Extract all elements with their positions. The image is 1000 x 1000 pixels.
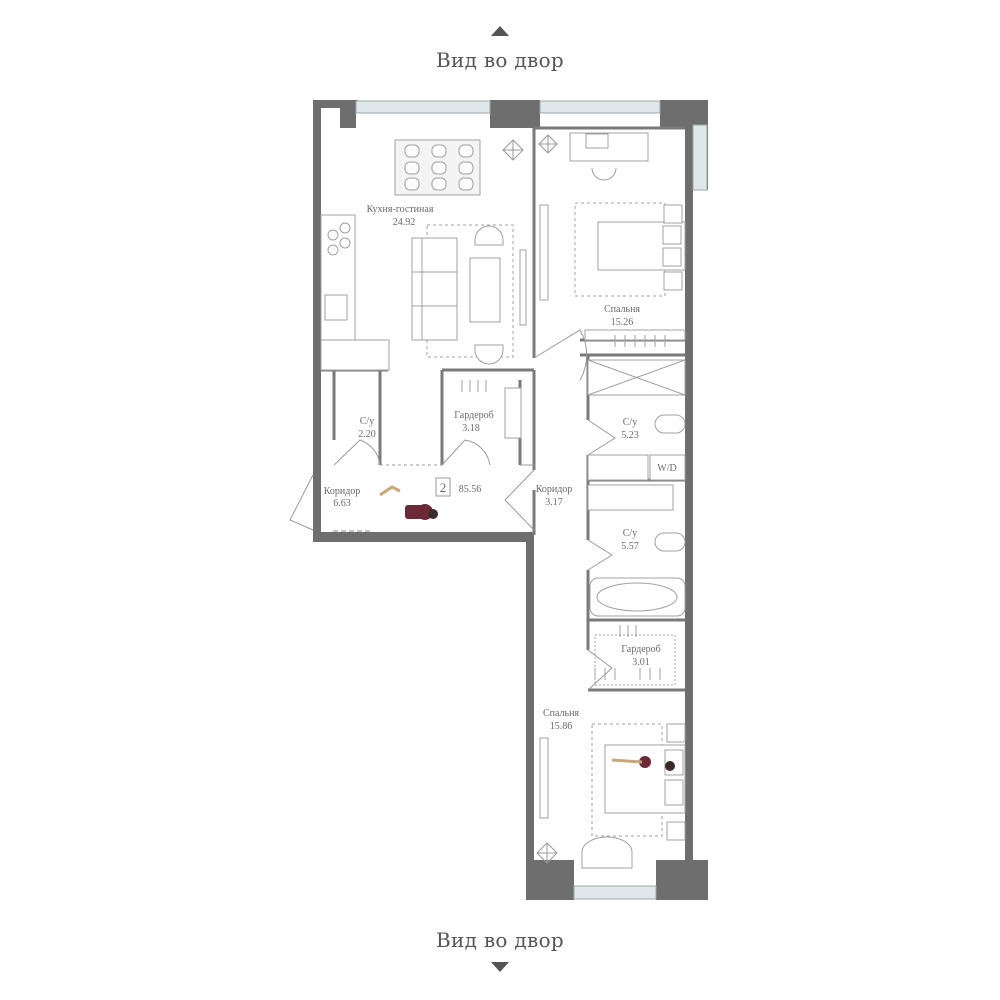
room-name-bathroom-2: С/у [623, 528, 637, 539]
room-area-corridor-2: 3.17 [545, 497, 563, 508]
double-sink [587, 484, 674, 511]
doors [289, 329, 616, 691]
window-bedroom-1 [539, 100, 661, 114]
armchair-icon [581, 836, 633, 869]
nightstand [666, 723, 686, 743]
windows [355, 100, 708, 900]
nightstand [663, 271, 683, 291]
room-area-kitchen: 24.92 [393, 217, 416, 228]
rug [574, 202, 666, 297]
room-name-kitchen: Кухня-гостиная [367, 204, 434, 215]
room-area-bathroom-1: 5.23 [621, 430, 639, 441]
furniture [320, 132, 686, 869]
nightstand [663, 204, 683, 224]
rooms-count: 2 [440, 480, 447, 495]
desk [569, 132, 649, 162]
arrow-up-icon [491, 26, 509, 36]
room-name-bathroom-small: С/у [360, 416, 374, 427]
total-area: 85.56 [459, 484, 482, 495]
coffee-table [469, 257, 501, 323]
nightstand [666, 821, 686, 841]
room-name-corridor-1: Коридор [324, 486, 361, 497]
window-bedroom-2 [573, 885, 657, 900]
room-area-corridor-1: 6.63 [333, 498, 351, 509]
armchair-icon [474, 344, 504, 365]
room-area-bedroom-2: 15.86 [550, 721, 573, 732]
toilet-icon [654, 414, 686, 434]
room-name-wardrobe-1: Гардероб [454, 410, 493, 421]
room-area-bathroom-2: 5.57 [621, 541, 639, 552]
tv-icon [519, 249, 527, 326]
laptop-icon [585, 133, 609, 149]
room-name-bathroom-1: С/у [623, 417, 637, 428]
room-name-bedroom-1: Спальня [604, 304, 640, 315]
apartment-badge: 2 85.56 [435, 477, 482, 497]
room-area-bedroom-1: 15.26 [611, 317, 634, 328]
living-area [426, 224, 514, 358]
room-area-bathroom-small: 2.20 [358, 429, 376, 440]
sofa [411, 237, 458, 341]
stove-icon [327, 229, 339, 241]
room-labels: Кухня-гостиная 24.92 С/у 2.20 Гардероб 3… [324, 204, 677, 732]
hanger-icons [461, 335, 666, 680]
dining-chairs [404, 144, 474, 191]
room-name-wardrobe-2: Гардероб [621, 644, 660, 655]
room-name-bedroom-2: Спальня [543, 708, 579, 719]
view-top-label: Вид во двор [435, 48, 565, 72]
sink-icon [324, 294, 348, 321]
arrow-down-icon [491, 962, 509, 972]
office-chair-icon [591, 167, 617, 181]
view-bottom-label: Вид во двор [435, 928, 565, 952]
plant-icons [502, 134, 558, 864]
window-side [692, 124, 708, 191]
washer-dryer-label: W/D [657, 463, 676, 474]
tv-icon [539, 204, 549, 301]
toilet-icon [654, 532, 686, 552]
room-area-wardrobe-2: 3.01 [632, 657, 650, 668]
armchair-icon [474, 225, 504, 246]
washer-dryer [649, 454, 686, 481]
room-area-wardrobe-1: 3.18 [462, 423, 480, 434]
sink-counter [587, 454, 649, 481]
room-name-corridor-2: Коридор [536, 484, 573, 495]
window-kitchen [355, 100, 491, 114]
people-illustration [379, 485, 675, 771]
tv-icon [539, 737, 549, 819]
